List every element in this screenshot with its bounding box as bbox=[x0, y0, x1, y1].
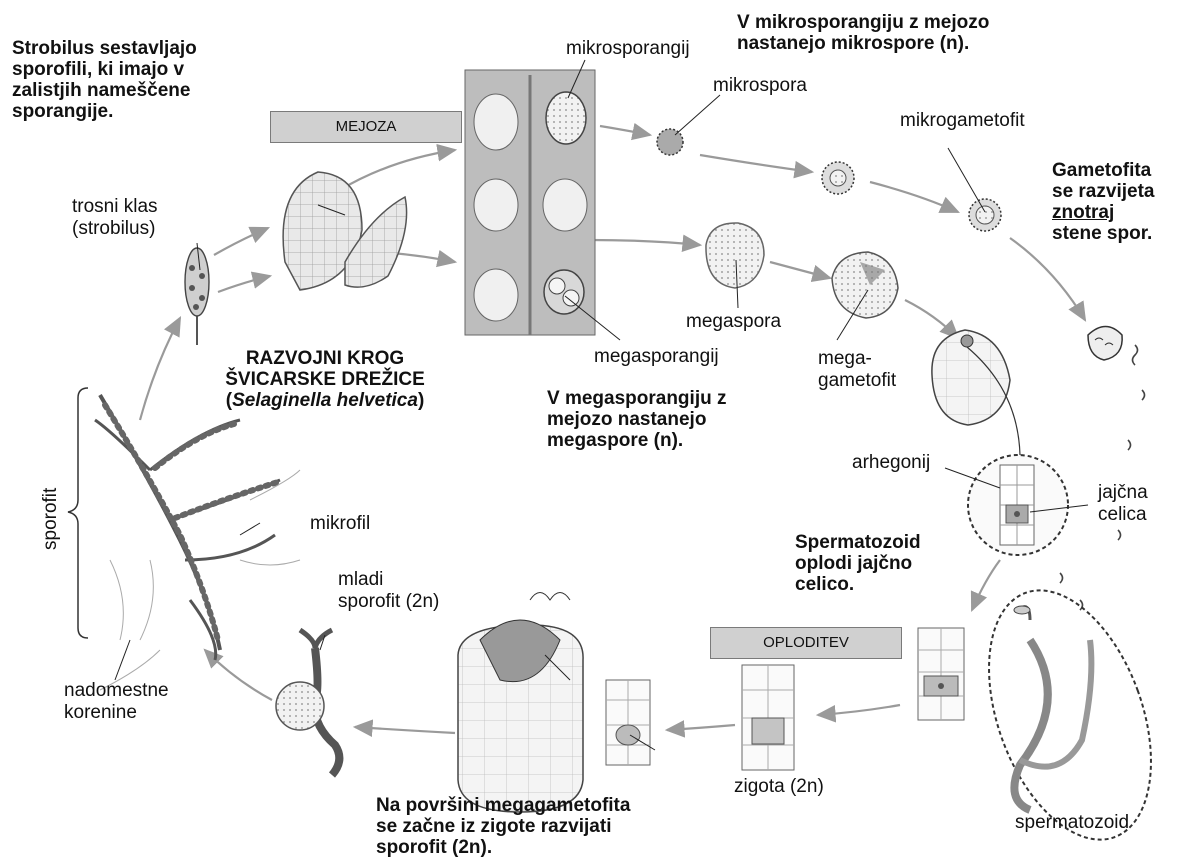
title-latin-line: (Selaginella helvetica) bbox=[205, 390, 445, 411]
sporofit-bracket bbox=[68, 388, 88, 638]
note-gametofita-line: Gametofita bbox=[1052, 160, 1154, 181]
note-povrsina-line: sporofit (2n). bbox=[376, 837, 630, 858]
zygote-illustration bbox=[742, 665, 794, 770]
megagametophyte-illustration bbox=[832, 252, 898, 318]
note-gametofita-line: stene spor. bbox=[1052, 223, 1154, 244]
megagametophyte-with-archegonia bbox=[932, 330, 1010, 425]
embryo-illustration bbox=[606, 680, 650, 765]
note-strobilus-line: sporangije. bbox=[12, 101, 197, 122]
microspore-illustration bbox=[657, 129, 683, 155]
title-close-paren: ) bbox=[418, 390, 424, 411]
label-mikrosporangij: mikrosporangij bbox=[566, 38, 690, 60]
title-line-2: ŠVICARSKE DREŽICE bbox=[205, 369, 445, 390]
note-strobilus-line: Strobilus sestavljajo bbox=[12, 38, 197, 59]
arrow-megagametophyte-next bbox=[905, 300, 958, 338]
label-trosni-klas-line: trosni klas bbox=[72, 196, 158, 218]
note-mikrospore-line: V mikrosporangiju z mejozo bbox=[737, 12, 989, 33]
label-mikrogametofit: mikrogametofit bbox=[900, 110, 1025, 132]
label-arhegonij: arhegonij bbox=[852, 452, 930, 474]
note-gametofita-line: se razvijeta bbox=[1052, 181, 1154, 202]
note-spermatozoid-line: celico. bbox=[795, 574, 921, 595]
title-latin: Selaginella helvetica bbox=[232, 390, 418, 411]
arrow-zygote-to-embryo bbox=[667, 725, 735, 730]
sporophyte-plant-illustration bbox=[95, 395, 300, 690]
arrow-sperm-to-fertilization bbox=[972, 560, 1000, 610]
label-mikrospora: mikrospora bbox=[713, 75, 807, 97]
arrow-sporangium-to-megaspore bbox=[590, 240, 700, 245]
note-mikrospore: V mikrosporangiju z mejozo nastanejo mik… bbox=[737, 12, 989, 54]
title-line-1: RAZVOJNI KROG bbox=[205, 348, 445, 369]
arrow-sporangium-to-microspore bbox=[600, 126, 650, 135]
label-megagametofit-line: gametofit bbox=[818, 370, 896, 392]
arrow-strobilus-to-sporophyll-lower bbox=[218, 276, 270, 292]
arrow-fertilization-to-zygote bbox=[818, 705, 900, 715]
label-zigota: zigota (2n) bbox=[734, 776, 824, 798]
arrow-strobilus-to-sporophyll-upper bbox=[214, 228, 268, 255]
diagram-title: RAZVOJNI KROG ŠVICARSKE DREŽICE (Selagin… bbox=[205, 348, 445, 411]
note-gametofita-underlined: znotraj bbox=[1052, 202, 1154, 223]
label-mladi-sporofit: mladi sporofit (2n) bbox=[338, 569, 439, 613]
note-megaspore-line: V megasporangiju z bbox=[547, 388, 726, 409]
note-spermatozoid-line: Spermatozoid bbox=[795, 532, 921, 553]
note-strobilus: Strobilus sestavljajo sporofili, ki imaj… bbox=[12, 38, 197, 122]
note-spermatozoid: Spermatozoid oplodi jajčno celico. bbox=[795, 532, 921, 595]
label-jajcna-celica-line: celica bbox=[1098, 504, 1148, 526]
megaspore-illustration bbox=[706, 223, 764, 288]
label-mladi-sporofit-line: mladi bbox=[338, 569, 439, 591]
label-mikrofil: mikrofil bbox=[310, 513, 370, 535]
arrow-microgametophyte-release bbox=[1010, 238, 1085, 320]
label-megagametofit: mega- gametofit bbox=[818, 348, 896, 392]
oploditev-box: OPLODITEV bbox=[710, 627, 902, 659]
note-povrsina-line: se začne iz zigote razvijati bbox=[376, 816, 630, 837]
arrow-microgametophyte-next bbox=[870, 182, 958, 212]
note-spermatozoid-line: oplodi jajčno bbox=[795, 553, 921, 574]
sporophyll-illustration bbox=[283, 172, 406, 290]
label-megasporangij: megasporangij bbox=[594, 346, 719, 368]
arrow-megaspore-to-megagametophyte bbox=[770, 262, 830, 278]
note-megaspore-line: megaspore (n). bbox=[547, 430, 726, 451]
arrow-microspore-to-microgametophyte bbox=[700, 155, 812, 172]
megagametophyte-with-young-sporophyte-illustration bbox=[458, 593, 583, 813]
label-megagametofit-line: mega- bbox=[818, 348, 896, 370]
label-sporofit: sporofit bbox=[40, 488, 62, 550]
label-trosni-klas-line: (strobilus) bbox=[72, 218, 158, 240]
arrow-sporophyll-to-meiosis-upper bbox=[340, 150, 455, 190]
note-strobilus-line: zalistjih nameščene bbox=[12, 80, 197, 101]
fertilization-illustration bbox=[918, 628, 964, 720]
strobilus-illustration bbox=[185, 248, 209, 345]
label-mladi-sporofit-line: sporofit (2n) bbox=[338, 591, 439, 613]
label-jajcna-celica-line: jajčna bbox=[1098, 482, 1148, 504]
arrow-embryo-to-young-sporophyte bbox=[355, 727, 455, 733]
free-sperm-squiggles bbox=[1060, 345, 1145, 610]
label-spermatozoid: spermatozoid bbox=[1015, 812, 1129, 834]
label-trosni-klas: trosni klas (strobilus) bbox=[72, 196, 158, 240]
note-strobilus-line: sporofili, ki imajo v bbox=[12, 59, 197, 80]
note-megaspore: V megasporangiju z mejozo nastanejo mega… bbox=[547, 388, 726, 451]
label-nadomestne-korenine: nadomestne korenine bbox=[64, 680, 169, 724]
young-sporophyte-illustration bbox=[276, 630, 339, 775]
note-gametofita: Gametofita se razvijeta znotraj stene sp… bbox=[1052, 160, 1154, 244]
note-mikrospore-line: nastanejo mikrospore (n). bbox=[737, 33, 989, 54]
label-nadomestne-korenine-line: korenine bbox=[64, 702, 169, 724]
label-nadomestne-korenine-line: nadomestne bbox=[64, 680, 169, 702]
arrow-plant-to-strobilus bbox=[140, 318, 180, 420]
strobilus-section-illustration bbox=[465, 70, 595, 335]
note-povrsina-line: Na površini megagametofita bbox=[376, 795, 630, 816]
label-megaspora: megaspora bbox=[686, 311, 781, 333]
note-povrsina: Na površini megagametofita se začne iz z… bbox=[376, 795, 630, 858]
mejoza-box: MEJOZA bbox=[270, 111, 462, 143]
note-megaspore-line: mejozo nastanejo bbox=[547, 409, 726, 430]
label-jajcna-celica: jajčna celica bbox=[1098, 482, 1148, 526]
